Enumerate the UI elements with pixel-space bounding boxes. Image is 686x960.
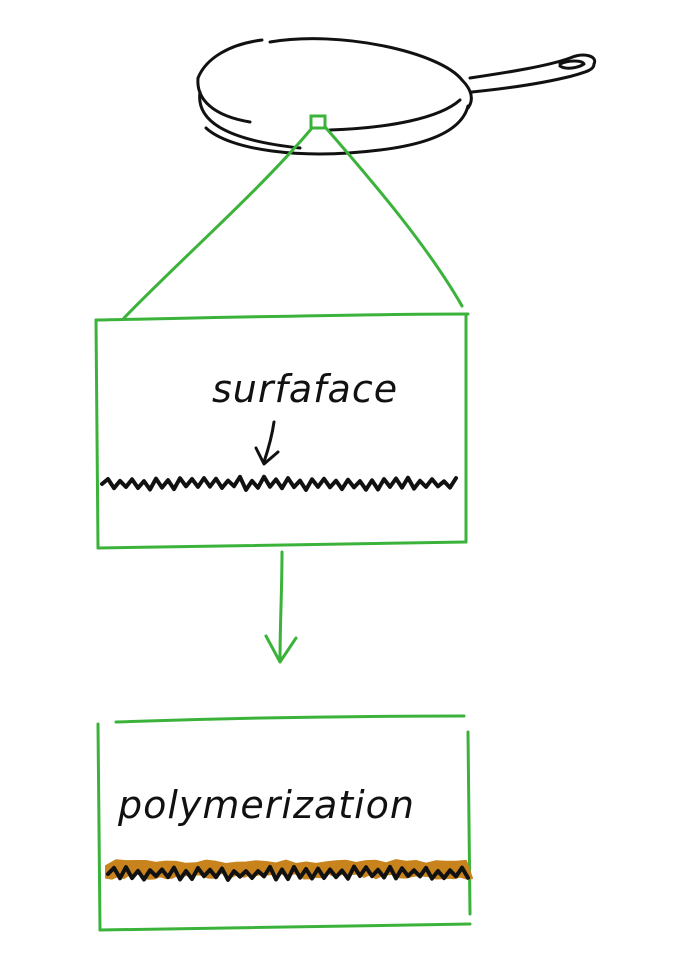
transition-arrow <box>264 550 298 664</box>
zoom-line-right <box>324 126 464 308</box>
polymerization-label: polymerization <box>117 783 415 827</box>
pan-body-left <box>198 90 302 150</box>
surface-box <box>94 312 470 550</box>
pan-rim-top-inner <box>196 38 264 80</box>
transition-arrow-head <box>264 634 298 664</box>
pan-handle-hole <box>558 59 586 70</box>
rough-surface-line-polymerized <box>106 864 470 882</box>
surface-box-bottom <box>96 540 468 550</box>
polymerization-box-right <box>466 730 472 916</box>
frying-pan <box>196 37 597 156</box>
surface-pointer-head <box>254 446 280 466</box>
transition-arrow-shaft <box>278 550 284 662</box>
surface-pointer-shaft <box>262 420 276 464</box>
zoom-line-left <box>122 126 314 320</box>
surface-box-left <box>94 318 100 550</box>
polymerization-box-bottom <box>98 922 472 932</box>
polymerization-box-top <box>114 714 466 724</box>
surface-box-top <box>94 312 470 322</box>
pan-rim-top <box>268 37 464 82</box>
surface-label: surfaface <box>212 367 398 411</box>
pan-inner-edge <box>328 98 462 132</box>
pan-handle-bottom <box>470 62 596 94</box>
polymerization-box <box>96 714 472 932</box>
surface-pointer-arrow <box>254 420 280 466</box>
zoom-marker <box>309 114 327 130</box>
polymerization-box-left <box>96 722 102 932</box>
pan-body-top <box>196 76 252 124</box>
pan-body-right <box>460 78 473 110</box>
rough-surface-line <box>100 474 458 492</box>
zoom-lines <box>122 126 464 320</box>
pan-handle-top <box>468 53 597 80</box>
pan-body-bottom <box>204 104 470 156</box>
